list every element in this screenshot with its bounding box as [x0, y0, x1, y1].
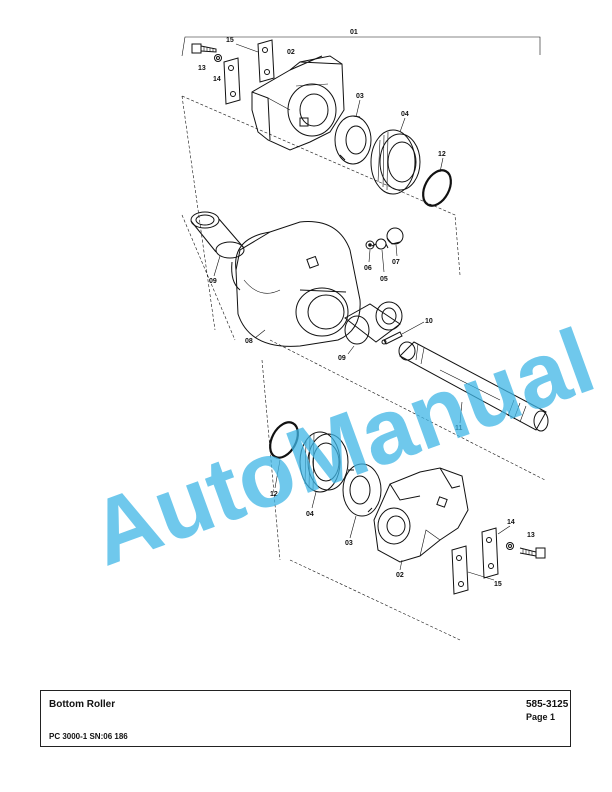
roller-body [231, 221, 361, 347]
end-bracket-bottom [373, 467, 469, 563]
callout-13-top: 13 [198, 65, 206, 72]
split-ring-top [334, 115, 372, 165]
floating-seal-top [370, 129, 421, 195]
lock-plate-top [214, 54, 241, 105]
bushing-right [344, 301, 403, 345]
callout-02-bottom: 02 [396, 572, 404, 579]
callout-13-bottom: 13 [527, 532, 535, 539]
strap-top [257, 39, 275, 83]
callout-06: 06 [364, 265, 372, 272]
callout-12-top: 12 [438, 151, 446, 158]
cap [386, 227, 404, 245]
callout-15-bottom: 15 [494, 581, 502, 588]
title-block: Bottom Roller 585-3125 Page 1 PC 3000-1 … [40, 690, 571, 747]
model-serial: PC 3000-1 SN:06 186 [49, 732, 128, 741]
page-number: Page 1 [526, 712, 556, 722]
watermark: AutoManual [77, 310, 607, 586]
callout-14-top: 14 [213, 76, 221, 83]
callout-10: 10 [425, 318, 433, 325]
callout-01: 01 [350, 29, 358, 36]
callout-08: 08 [245, 338, 253, 345]
callout-15-top: 15 [226, 37, 234, 44]
end-bracket-top [251, 55, 345, 151]
plug-screw [371, 238, 389, 250]
o-ring-bottom [269, 421, 299, 459]
drawing-title: Bottom Roller [49, 699, 116, 710]
exploded-parts-diagram: 01 13 14 15 02 [77, 29, 607, 641]
washer [365, 240, 375, 250]
strap-bottom [451, 545, 469, 595]
o-ring-top [422, 169, 452, 207]
drawing-number: 585-3125 [526, 699, 569, 710]
callout-03-top: 03 [356, 93, 364, 100]
callout-04-top: 04 [401, 111, 409, 118]
callout-04-bottom: 04 [306, 511, 314, 518]
bolt-top [191, 43, 217, 54]
callout-07: 07 [392, 259, 400, 266]
callout-09-right: 09 [338, 355, 346, 362]
callout-14-bottom: 14 [507, 519, 515, 526]
floating-seal-bottom [299, 431, 349, 493]
callout-05: 05 [380, 276, 388, 283]
callout-03-bottom: 03 [345, 540, 353, 547]
callout-12-bottom: 12 [270, 491, 278, 498]
shaft [398, 341, 549, 432]
bolt-bottom [519, 547, 546, 559]
assembly-guide-lines [181, 95, 546, 641]
bushing-left [190, 211, 245, 259]
split-ring-bottom [342, 463, 382, 517]
lock-plate-bottom [481, 527, 514, 579]
callout-02-top: 02 [287, 49, 295, 56]
assembly-bracket [181, 36, 541, 57]
callout-09-left: 09 [209, 278, 217, 285]
pin [381, 331, 403, 345]
callout-11: 11 [455, 425, 463, 432]
